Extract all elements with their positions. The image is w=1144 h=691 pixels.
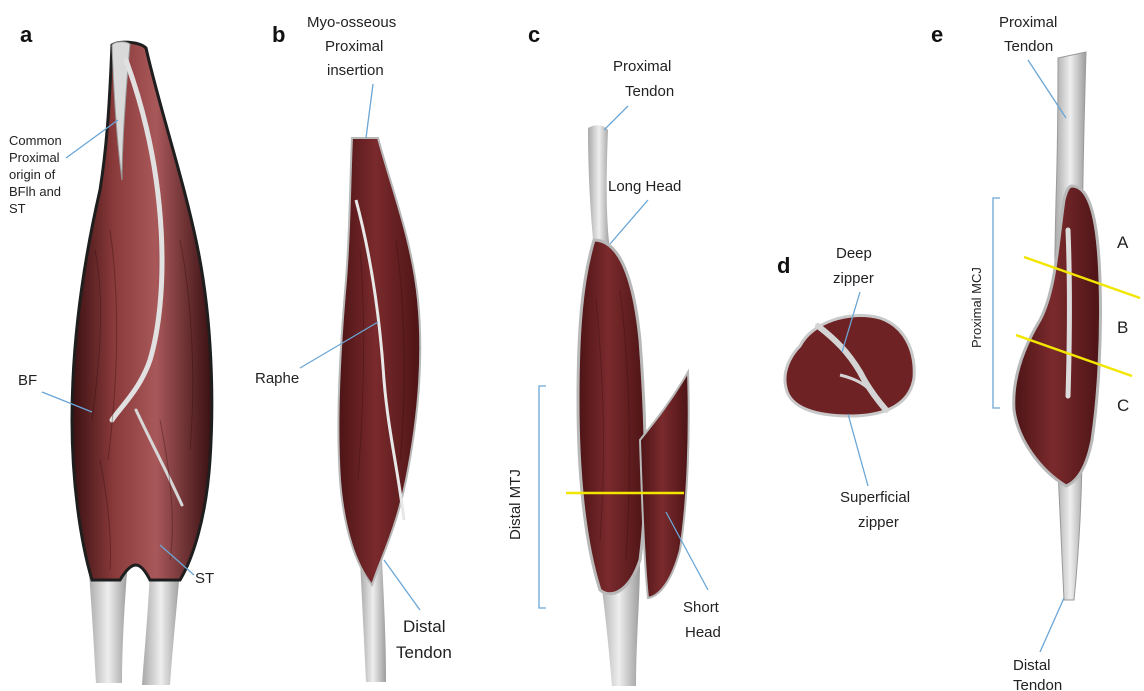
panel-letter-e: e: [931, 22, 943, 47]
label-common-proximal-origin-5: ST: [9, 201, 26, 216]
panel-c-illustration: [566, 125, 689, 686]
label-b-distal-tendon-2: Tendon: [396, 643, 452, 662]
label-level-a: A: [1117, 233, 1129, 252]
panel-c: c Proximal Tendon Long Head Distal MTJ S…: [507, 22, 721, 686]
leader-e-distal-tendon: [1040, 598, 1064, 652]
panel-letter-c: c: [528, 22, 540, 47]
label-superficial-zipper-2: zipper: [858, 514, 899, 531]
panel-c-proximal-tendon: [588, 125, 610, 250]
label-myo-osseous-3: insertion: [327, 62, 384, 79]
panel-e-inner-tendon: [1068, 230, 1070, 396]
label-deep-zipper-2: zipper: [833, 270, 874, 287]
panel-e: e Proximal Tendon Proximal MCJ A B C Dis…: [931, 14, 1140, 691]
panel-letter-b: b: [272, 22, 285, 47]
label-common-proximal-origin-4: BFlh and: [9, 184, 61, 199]
proximal-mcj-bracket: [993, 198, 1000, 408]
leader-superficial-zipper: [848, 414, 868, 486]
panel-d-illustration: [785, 316, 914, 416]
leader-myo-osseous: [366, 84, 373, 138]
label-superficial-zipper-1: Superficial: [840, 489, 910, 506]
label-myo-osseous-1: Myo-osseous: [307, 14, 396, 31]
panel-d: d Deep zipper Superficial zipper: [777, 245, 914, 531]
distal-mtj-bracket: [539, 386, 546, 608]
panel-letter-d: d: [777, 253, 790, 278]
panel-b-muscle-body: [338, 138, 420, 585]
label-short-head-1: Short: [683, 599, 720, 616]
panel-letter-a: a: [20, 22, 33, 47]
label-deep-zipper-1: Deep: [836, 245, 872, 262]
label-short-head-2: Head: [685, 624, 721, 641]
label-common-proximal-origin-1: Common: [9, 133, 62, 148]
label-e-distal-tendon-1: Distal: [1013, 657, 1051, 674]
label-e-proximal-tendon-2: Tendon: [1004, 38, 1053, 55]
label-proximal-mcj: Proximal MCJ: [969, 267, 984, 348]
label-level-b: B: [1117, 318, 1128, 337]
label-level-c: C: [1117, 396, 1129, 415]
leader-long-head: [610, 200, 648, 244]
label-b-distal-tendon-1: Distal: [403, 617, 446, 636]
leader-b-distal-tendon: [384, 560, 420, 610]
label-e-distal-tendon-2: Tendon: [1013, 677, 1062, 691]
panel-a: a Common Proximal origin of BFl: [9, 22, 214, 685]
label-long-head: Long Head: [608, 178, 681, 195]
panel-b-illustration: [338, 138, 420, 682]
label-myo-osseous-2: Proximal: [325, 38, 383, 55]
label-c-proximal-tendon-1: Proximal: [613, 58, 671, 75]
label-common-proximal-origin-2: Proximal: [9, 150, 60, 165]
label-e-proximal-tendon-1: Proximal: [999, 14, 1057, 31]
panel-a-right-distal-tendon: [142, 570, 180, 685]
panel-a-muscle-body: [72, 42, 212, 580]
panel-d-cross-section: [785, 316, 914, 416]
panel-b: b Myo-osseous Proximal insertion Raphe D…: [255, 14, 452, 682]
label-c-proximal-tendon-2: Tendon: [625, 83, 674, 100]
label-common-proximal-origin-3: origin of: [9, 167, 56, 182]
leader-c-proximal-tendon: [604, 106, 628, 130]
label-st: ST: [195, 570, 214, 587]
label-distal-mtj: Distal MTJ: [507, 469, 524, 540]
label-bf: BF: [18, 372, 37, 389]
panel-c-short-head: [640, 372, 689, 598]
panel-c-long-head: [578, 240, 645, 594]
label-raphe: Raphe: [255, 370, 299, 387]
